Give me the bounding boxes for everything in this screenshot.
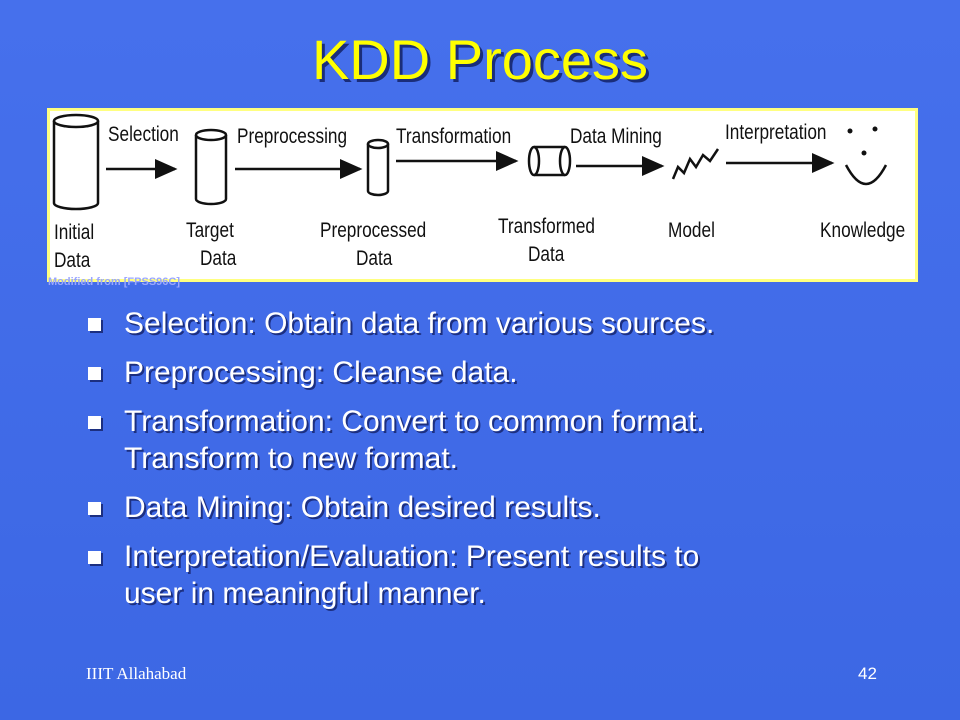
- bullet-text: Preprocessing: Cleanse data.: [124, 356, 518, 389]
- page-number: 42: [858, 664, 877, 683]
- initial-data-label-line1: Initial: [54, 221, 95, 244]
- bullet-square-icon: [88, 502, 101, 515]
- transformation-arrow-label: Transformation: [396, 125, 512, 148]
- interpretation-arrow-label: Interpretation: [725, 121, 827, 144]
- bullet-text: Data Mining: Obtain desired results.: [124, 491, 601, 524]
- data-mining-arrow-label: Data Mining: [570, 125, 662, 148]
- bullet-square-icon: [88, 318, 101, 331]
- initial-data-cylinder: [52, 113, 100, 211]
- target-data-cylinder: [194, 128, 228, 206]
- bullet-list: Selection: Obtain data from various sour…: [86, 305, 906, 624]
- bullet-item: Selection: Obtain data from various sour…: [86, 305, 906, 342]
- preprocessing-arrow-label: Preprocessing: [237, 125, 348, 148]
- bullet-square-icon: [88, 367, 101, 380]
- knowledge-smiley-icon: [844, 126, 888, 186]
- transformed-data-label-line2: Data: [528, 243, 565, 266]
- selection-arrow-label: Selection: [108, 123, 179, 146]
- bullet-text: Interpretation/Evaluation: Present resul…: [124, 540, 700, 573]
- diagram-graphics: [52, 113, 888, 211]
- target-data-label-line1: Target: [186, 219, 234, 242]
- transformed-data-label-line1: Transformed: [498, 215, 595, 238]
- bullet-item: Interpretation/Evaluation: Present resul…: [86, 538, 906, 612]
- bullet-item: Preprocessing: Cleanse data.: [86, 354, 906, 391]
- model-zigzag: [671, 148, 720, 180]
- bullet-square-icon: [88, 416, 101, 429]
- preprocessed-data-cylinder: [366, 138, 390, 197]
- slide-title: KDD Process: [311, 28, 649, 91]
- model-label: Model: [668, 219, 715, 242]
- bullet-text-continued: user in meaningful manner.: [124, 577, 486, 610]
- footer-institution: IIIT Allahabad: [86, 664, 187, 683]
- bullet-text-continued: Transform to new format.: [124, 442, 458, 475]
- bullet-text: Selection: Obtain data from various sour…: [124, 307, 715, 340]
- bullet-item: Transformation: Convert to common format…: [86, 403, 906, 477]
- bullet-item: Data Mining: Obtain desired results.: [86, 489, 906, 526]
- diagram-credit: Modified from [FPSS96C]: [48, 276, 181, 288]
- transformed-data-cylinder: [527, 145, 572, 177]
- knowledge-label: Knowledge: [820, 219, 906, 242]
- initial-data-label-line2: Data: [54, 249, 91, 272]
- bullet-square-icon: [88, 551, 101, 564]
- target-data-label-line2: Data: [200, 247, 237, 270]
- preprocessed-data-label-line1: Preprocessed: [320, 219, 427, 242]
- bullet-text: Transformation: Convert to common format…: [124, 405, 705, 438]
- preprocessed-data-label-line2: Data: [356, 247, 393, 270]
- kdd-process-diagram: Selection Preprocessing Transformation D…: [47, 108, 918, 282]
